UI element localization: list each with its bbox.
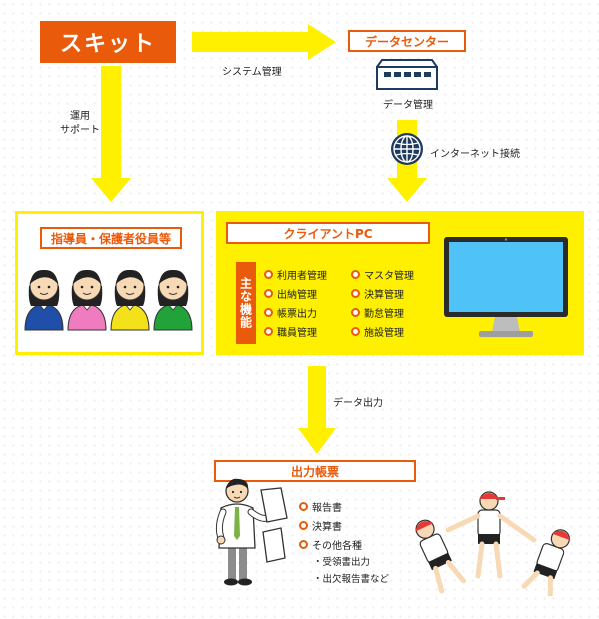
output-item: 決算書 [299, 516, 362, 535]
staff-people-illustration [24, 269, 193, 331]
output-item: 報告書 [299, 497, 362, 516]
function-item: マスタ管理 [351, 265, 414, 284]
output-item-label: その他各種 [312, 541, 362, 552]
bullet-icon [351, 270, 360, 279]
children-playing-illustration [415, 491, 571, 596]
function-label: 職員管理 [277, 328, 317, 339]
output-item: その他各種 [299, 535, 362, 554]
staff-person [67, 269, 107, 331]
label-operation-support: 運用 サポート [60, 110, 100, 138]
bullet-icon [351, 327, 360, 336]
label-data-output: データ出力 [333, 398, 383, 409]
bullet-icon [351, 308, 360, 317]
staff-person [153, 269, 193, 331]
staff-person [110, 269, 150, 331]
functions-left-list: 利用者管理 出納管理 帳票出力 職員管理 [264, 265, 327, 341]
bullet-icon [264, 308, 273, 317]
globe-icon [391, 133, 423, 165]
output-item-label: 決算書 [312, 522, 342, 533]
output-item-label: 報告書 [312, 503, 342, 514]
output-title: 出力帳票 [214, 460, 416, 482]
bullet-icon [299, 502, 308, 511]
arrow-data-output [298, 366, 336, 454]
function-item: 帳票出力 [264, 303, 327, 322]
label-operation-support-line1: 運用 [70, 111, 90, 122]
skit-logo: スキット [40, 21, 176, 63]
staff-title: 指導員・保護者役員等 [40, 227, 182, 249]
function-label: 帳票出力 [277, 309, 317, 320]
bullet-icon [264, 289, 273, 298]
label-operation-support-line2: サポート [60, 125, 100, 136]
functions-label: 主な機能 [236, 262, 256, 344]
functions-right-list: マスタ管理 決算管理 勤怠管理 施設管理 [351, 265, 414, 341]
staff-person [24, 269, 64, 331]
function-label: 施設管理 [364, 328, 404, 339]
client-pc-title: クライアントPC [226, 222, 430, 244]
label-internet-connection: インターネット接続 [430, 149, 520, 160]
label-system-management: システム管理 [222, 67, 282, 78]
datacenter-caption: データ管理 [383, 100, 433, 111]
function-item: 職員管理 [264, 322, 327, 341]
datacenter-title: データセンター [348, 30, 466, 52]
monitor-icon [444, 237, 568, 337]
output-sub-item: ・受領書出力 [313, 557, 371, 568]
bullet-icon [299, 521, 308, 530]
function-item: 決算管理 [351, 284, 414, 303]
function-item: 利用者管理 [264, 265, 327, 284]
bullet-icon [264, 327, 273, 336]
function-item: 出納管理 [264, 284, 327, 303]
function-label: マスタ管理 [364, 271, 414, 282]
function-label: 出納管理 [277, 290, 317, 301]
function-label: 利用者管理 [277, 271, 327, 282]
arrow-system-management [192, 24, 336, 60]
output-sub-item: ・出欠報告書など [313, 574, 390, 585]
output-sub-list: ・受領書出力 ・出欠報告書など [313, 554, 389, 588]
bullet-icon [299, 540, 308, 549]
function-item: 施設管理 [351, 322, 414, 341]
function-label: 決算管理 [364, 290, 404, 301]
bullet-icon [264, 270, 273, 279]
server-icon [376, 59, 438, 90]
arrow-operation-support [91, 66, 131, 202]
function-item: 勤怠管理 [351, 303, 414, 322]
bullet-icon [351, 289, 360, 298]
businessman-illustration [215, 478, 288, 586]
function-label: 勤怠管理 [364, 309, 404, 320]
output-list: 報告書 決算書 その他各種 [299, 497, 362, 554]
